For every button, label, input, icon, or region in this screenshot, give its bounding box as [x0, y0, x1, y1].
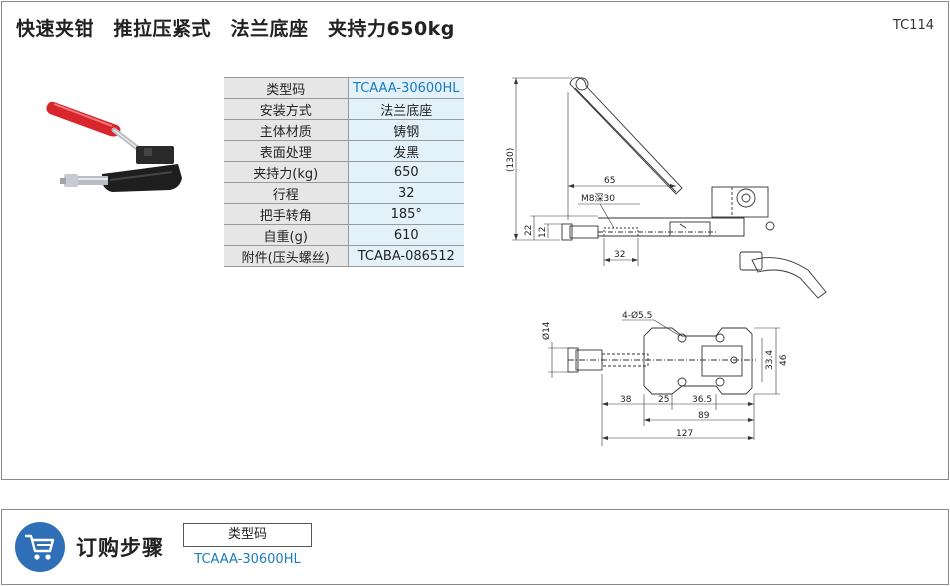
dim-32: 32: [614, 250, 625, 260]
order-steps-title: 订购步骤: [76, 536, 164, 560]
dim-46: 46: [779, 354, 789, 366]
dim-thread: M8深30: [581, 193, 615, 204]
spec-row-weight: 自重(g) 610: [224, 224, 464, 246]
spec-value: TCABA-086512: [348, 245, 464, 267]
spec-label: 行程: [224, 182, 349, 204]
spec-row-angle: 把手转角 185°: [224, 203, 464, 225]
spec-value: 650: [348, 161, 464, 183]
spec-label: 安装方式: [224, 98, 349, 120]
spec-row-force: 夹持力(kg) 650: [224, 161, 464, 183]
page-code: TC114: [892, 18, 934, 33]
main-frame: 快速夹钳 推拉压紧式 法兰底座 夹持力650kg TC114 类型码 TCAAA…: [1, 1, 949, 480]
spec-value: TCAAA-30600HL: [348, 77, 464, 99]
top-view-drawing: 4-Ø5.5 Ø14 33.4 46 38 25 36.5 89 127: [541, 310, 789, 446]
spec-row-stroke: 行程 32: [224, 182, 464, 204]
spec-row-mount: 安装方式 法兰底座: [224, 98, 464, 120]
spec-label: 主体材质: [224, 119, 349, 141]
spec-value: 185°: [348, 203, 464, 225]
dim-holes: 4-Ø5.5: [622, 310, 652, 321]
spec-value: 610: [348, 224, 464, 246]
spec-row-accessory: 附件(压头螺丝) TCABA-086512: [224, 245, 464, 267]
spec-row-finish: 表面处理 发黑: [224, 140, 464, 162]
spec-label: 把手转角: [224, 203, 349, 225]
dim-38: 38: [620, 395, 632, 405]
spec-value: 32: [348, 182, 464, 204]
dim-22: 22: [524, 225, 534, 236]
order-steps-panel: 订购步骤 类型码 TCAAA-30600HL: [1, 509, 949, 585]
order-code-header: 类型码: [183, 523, 312, 547]
spec-value: 发黑: [348, 140, 464, 162]
spec-row-type-code: 类型码 TCAAA-30600HL: [224, 77, 464, 99]
spec-label: 自重(g): [224, 224, 349, 246]
spec-value: 铸钢: [348, 119, 464, 141]
spec-value: 法兰底座: [348, 98, 464, 120]
dim-36-5: 36.5: [692, 395, 712, 405]
cart-icon: [15, 522, 65, 572]
product-image: [46, 101, 182, 192]
spec-label: 类型码: [224, 77, 349, 99]
dim-33-4: 33.4: [765, 350, 775, 370]
spec-table: 类型码 TCAAA-30600HL 安装方式 法兰底座 主体材质 铸钢 表面处理…: [224, 77, 464, 267]
side-view-drawing: (130) 65 M8深30 22 12 32: [506, 77, 827, 299]
dim-height: (130): [506, 148, 516, 172]
dim-65: 65: [604, 176, 615, 186]
dim-25: 25: [658, 395, 669, 405]
dim-diameter: Ø14: [541, 321, 552, 340]
dim-89: 89: [698, 411, 710, 421]
dim-127: 127: [676, 429, 693, 439]
page-title: 快速夹钳 推拉压紧式 法兰底座 夹持力650kg: [16, 18, 455, 40]
spec-label: 夹持力(kg): [224, 161, 349, 183]
spec-label: 表面处理: [224, 140, 349, 162]
order-code-value: TCAAA-30600HL: [194, 552, 301, 567]
dim-12: 12: [538, 227, 548, 238]
spec-label: 附件(压头螺丝): [224, 245, 349, 267]
spec-row-material: 主体材质 铸钢: [224, 119, 464, 141]
